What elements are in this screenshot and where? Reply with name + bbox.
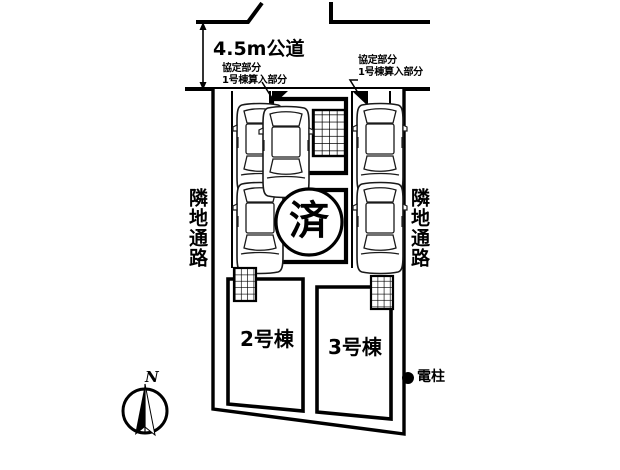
building-3-stairs-icon: [369, 274, 395, 311]
road-label: 4.5m公道: [213, 38, 305, 60]
building-2-label: 2号棟: [240, 327, 294, 351]
parking-car-right-2: [352, 181, 408, 275]
building-1-stairs-icon: [311, 108, 347, 158]
agreement-note-left-line1: 協定部分: [222, 63, 261, 74]
building-3-label: 3号棟: [328, 335, 382, 359]
completed-stamp-circle: [274, 187, 344, 257]
road-width-dimension-arrow: [199, 22, 207, 90]
parking-car-center-1: [258, 105, 314, 199]
building-3-outline: [315, 285, 393, 421]
side-label-right: 隣地通路: [407, 188, 430, 268]
side-label-left: 隣地通路: [185, 188, 208, 268]
building-2-outline: [226, 277, 305, 413]
agreement-note-right-line2: 1号棟算入部分: [358, 66, 423, 78]
compass-rose-icon: [121, 383, 169, 437]
agreement-note-right-line1: 協定部分: [358, 55, 397, 66]
compass-north-label: N: [145, 368, 159, 386]
completed-stamp-label: 済: [289, 198, 329, 244]
building-2-stairs-icon: [232, 266, 258, 303]
utility-pole-marker-icon: [402, 372, 414, 384]
parking-car-right-1: [352, 102, 408, 196]
agreement-note-left-line2: 1号棟算入部分: [222, 74, 287, 86]
utility-pole-legend-label: 電柱: [417, 369, 445, 385]
